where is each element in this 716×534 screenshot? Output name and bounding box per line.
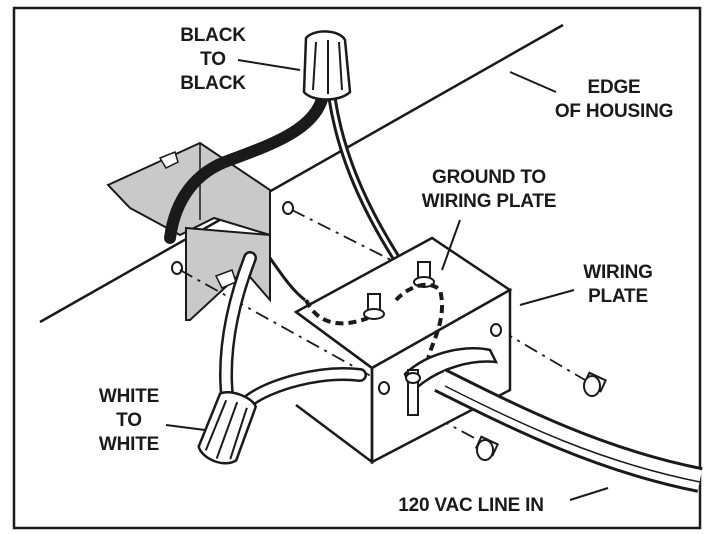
label-edge-of-housing: EDGE OF HOUSING: [534, 76, 694, 124]
label-white-to-white: WHITE TO WHITE: [86, 385, 172, 457]
label-ground-to-wiring-plate: GROUND TO WIRING PLATE: [404, 166, 574, 214]
wiring-plate-box: [293, 236, 513, 465]
wire-nut-black: [302, 30, 352, 101]
alignment-lines: [179, 209, 586, 441]
wire-nut-white: [197, 391, 258, 465]
label-line-in: 120 VAC LINE IN: [398, 495, 544, 516]
label-line: BLACK: [180, 73, 246, 94]
label-line: GROUND TO: [432, 167, 546, 188]
mounting-bracket: [106, 141, 271, 321]
label-line: BLACK: [180, 25, 246, 46]
label-line: WHITE: [98, 386, 160, 407]
diagram-frame: [12, 6, 702, 530]
leader-lines: [165, 59, 609, 501]
label-wiring-plate: WIRING PLATE: [568, 261, 668, 309]
label-line: WHITE: [98, 434, 160, 455]
cable-clamp: [403, 347, 499, 416]
label-line: TO: [200, 49, 226, 70]
label-line: OF HOUSING: [554, 101, 674, 122]
label-line: EDGE: [587, 77, 641, 98]
black-wire: [164, 90, 329, 244]
label-line: TO: [116, 410, 142, 431]
housing-edge-line: [39, 23, 564, 324]
label-line: PLATE: [588, 286, 648, 307]
screw-hole: [282, 201, 294, 215]
screw-hole: [171, 261, 183, 275]
label-line: WIRING: [583, 262, 653, 283]
label-black-to-black: BLACK TO BLACK: [170, 24, 256, 96]
label-line: WIRING PLATE: [421, 191, 557, 212]
hidden-wires: [304, 282, 444, 361]
loose-screw: [474, 371, 608, 461]
